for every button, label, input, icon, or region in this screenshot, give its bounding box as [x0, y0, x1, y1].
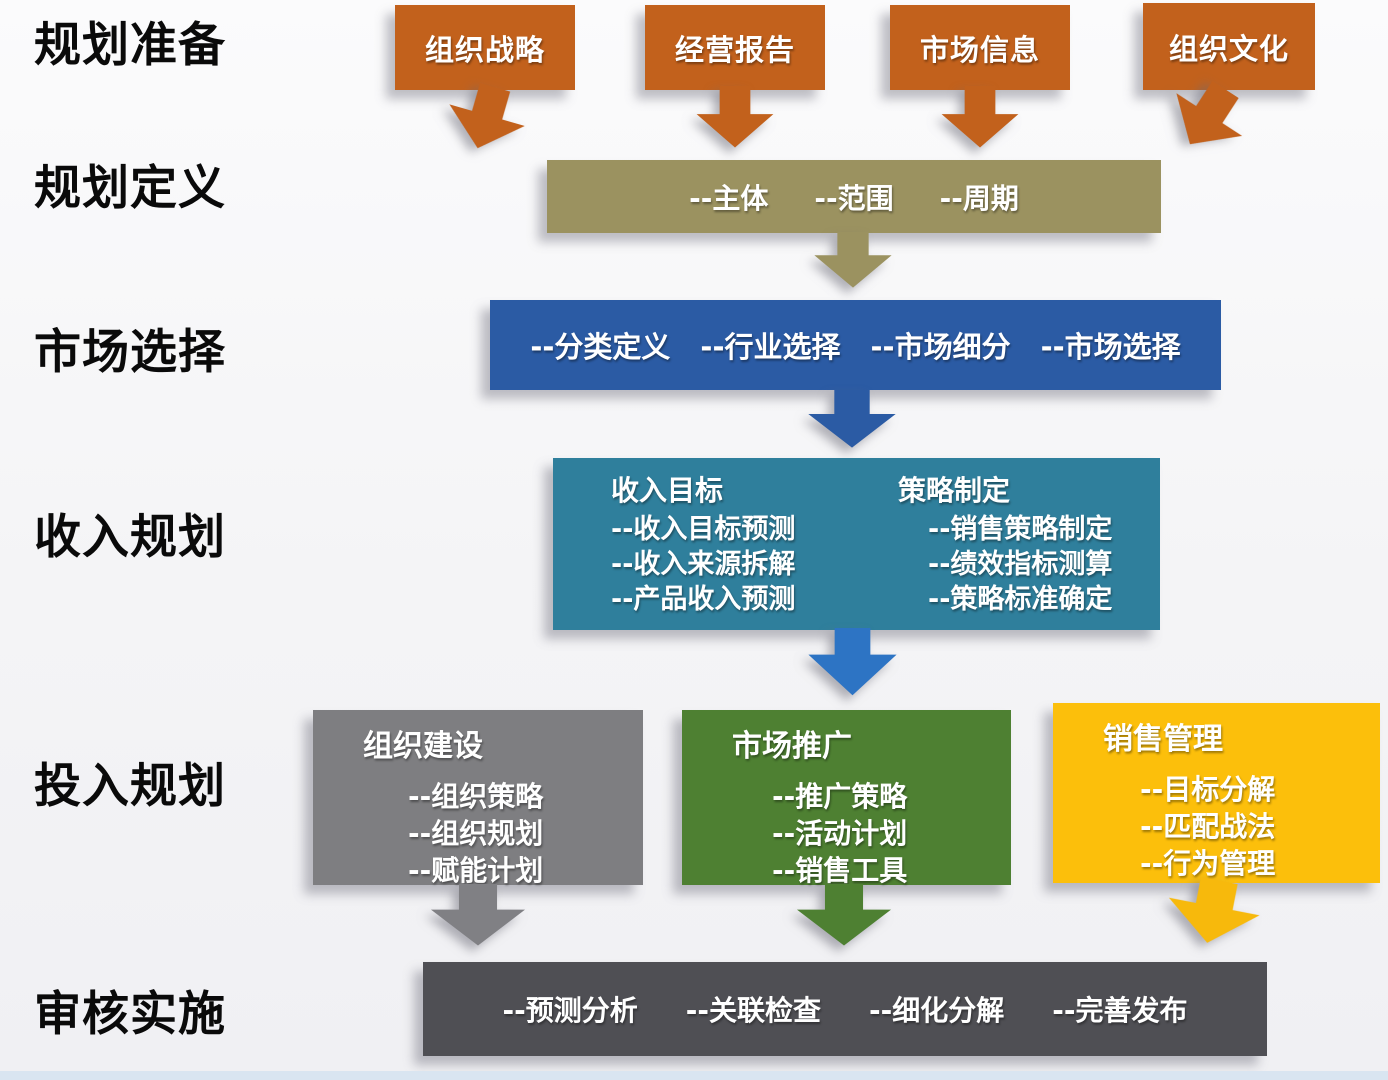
stage-label-revenue-planning: 收入规划	[34, 510, 226, 565]
review-item-correlation-check: --关联检查	[685, 994, 821, 1027]
definition-item-subject: --主体	[689, 181, 769, 215]
market-promotion-item: --推广策略	[772, 780, 908, 813]
bottom-strip	[0, 1071, 1388, 1080]
strategy-item: --策略标准确定	[928, 584, 1113, 615]
org-building-item: --组织规划	[408, 817, 544, 850]
stage-label-planning-preparation: 规划准备	[34, 18, 226, 73]
down-arrow-icon	[1176, 80, 1243, 145]
org-building-item: --组织策略	[408, 780, 544, 813]
definition-bar: --主体 --范围 --周期	[547, 160, 1161, 233]
revenue-item: --产品收入预测	[611, 584, 796, 615]
market-item-category-definition: --分类定义	[530, 330, 671, 364]
review-item-finalize-publish: --完善发布	[1052, 994, 1188, 1027]
input-box-label: 组织战略	[424, 32, 545, 67]
down-arrow-icon	[1168, 877, 1260, 943]
market-promotion-title: 市场推广	[732, 729, 852, 764]
strategy-formulation-title: 策略制定	[898, 474, 1011, 507]
definition-item-cycle: --周期	[939, 181, 1019, 215]
input-box-org-strategy: 组织战略	[395, 5, 575, 90]
market-selection-bar: --分类定义 --行业选择 --市场细分 --市场选择	[490, 300, 1221, 390]
strategy-formulation-column: 策略制定 --销售策略制定 --绩效指标测算 --策略标准确定	[898, 474, 1112, 617]
down-arrow-icon	[696, 86, 774, 148]
strategy-item: --销售策略制定	[928, 514, 1113, 545]
review-item-forecast-analysis: --预测分析	[502, 994, 638, 1027]
revenue-target-column: 收入目标 --收入目标预测 --收入来源拆解 --产品收入预测	[611, 474, 795, 617]
market-promotion-box: 市场推广 --推广策略 --活动计划 --销售工具	[682, 710, 1011, 887]
stage-label-investment-planning: 投入规划	[34, 759, 226, 814]
down-arrow-icon	[808, 628, 897, 696]
stage-label-market-selection: 市场选择	[34, 325, 226, 380]
revenue-item: --收入目标预测	[611, 514, 796, 545]
down-arrow-icon	[796, 884, 892, 946]
review-item-detailed-breakdown: --细化分解	[869, 994, 1005, 1027]
sales-management-title: 销售管理	[1103, 722, 1223, 757]
sales-management-item: --匹配战法	[1140, 810, 1276, 843]
sales-management-box: 销售管理 --目标分解 --匹配战法 --行为管理	[1053, 703, 1380, 883]
market-item-market-selection: --市场选择	[1040, 330, 1181, 364]
market-promotion-item: --活动计划	[772, 817, 908, 850]
input-box-label: 组织文化	[1168, 31, 1289, 66]
input-box-business-report: 经营报告	[645, 5, 825, 90]
input-box-label: 经营报告	[674, 32, 795, 67]
stage-label-planning-definition: 规划定义	[34, 161, 226, 216]
revenue-item: --收入来源拆解	[611, 549, 796, 580]
org-building-title: 组织建设	[363, 729, 483, 764]
org-building-item: --赋能计划	[408, 854, 544, 887]
market-item-market-segmentation: --市场细分	[870, 330, 1011, 364]
input-box-market-info: 市场信息	[890, 5, 1070, 90]
down-arrow-icon	[430, 884, 526, 946]
revenue-planning-box: 收入目标 --收入目标预测 --收入来源拆解 --产品收入预测 策略制定 --销…	[553, 458, 1160, 630]
sales-management-item: --目标分解	[1140, 773, 1276, 806]
definition-item-scope: --范围	[814, 181, 894, 215]
market-item-industry-selection: --行业选择	[700, 330, 841, 364]
sales-management-item: --行为管理	[1140, 847, 1276, 880]
review-bar: --预测分析 --关联检查 --细化分解 --完善发布	[423, 962, 1267, 1056]
market-promotion-item: --销售工具	[772, 854, 908, 887]
input-box-label: 市场信息	[919, 32, 1040, 67]
down-arrow-icon	[814, 232, 892, 288]
down-arrow-icon	[808, 390, 896, 448]
down-arrow-icon	[941, 86, 1019, 148]
stage-label-review-implementation: 审核实施	[34, 987, 226, 1042]
input-box-org-culture: 组织文化	[1143, 3, 1315, 90]
strategy-item: --绩效指标测算	[928, 549, 1113, 580]
org-building-box: 组织建设 --组织策略 --组织规划 --赋能计划	[313, 710, 643, 887]
down-arrow-icon	[449, 82, 525, 149]
revenue-target-title: 收入目标	[611, 474, 724, 507]
